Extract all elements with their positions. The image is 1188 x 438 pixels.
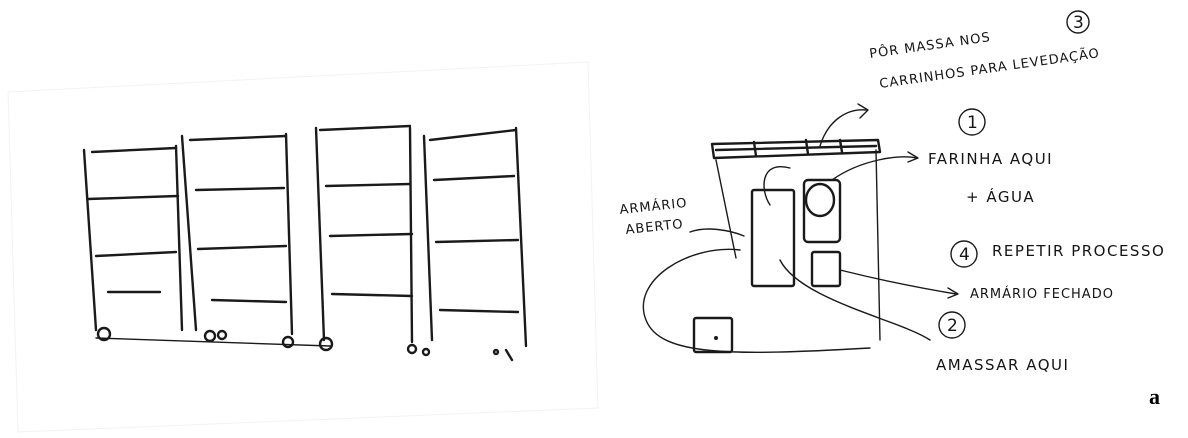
cart-row: [712, 140, 880, 158]
step-2-number: 2: [947, 316, 958, 336]
arrow-open-label: [690, 229, 744, 236]
label-farinha: FARINHA AQUI: [928, 150, 1053, 168]
step-1-number: 1: [967, 113, 978, 133]
label-por-massa-line1: PÔR MASSA NOS: [868, 29, 991, 62]
room-outline: [716, 150, 880, 340]
label-armario-aberto-line2: ABERTO: [625, 217, 685, 238]
label-repetir: REPETIR PROCESSO: [992, 242, 1165, 260]
arrow-to-closed: [840, 270, 956, 294]
label-amassar: AMASSAR AQUI: [936, 356, 1069, 374]
arrow-to-flour: [832, 157, 916, 180]
flour-bowl: [806, 184, 834, 216]
label-armario-fechado: ARMÁRIO FECHADO: [970, 286, 1114, 302]
label-agua: + ÁGUA: [966, 187, 1035, 206]
cabinet-closed: [812, 252, 840, 286]
kneading-table: [694, 318, 732, 352]
label-armario-aberto-line1: ARMÁRIO: [619, 195, 688, 218]
panel-letter: a: [1149, 384, 1160, 410]
rack-sketch-sheet: [8, 62, 598, 432]
step-4-number: 4: [959, 245, 970, 265]
step-3-number: 3: [1073, 13, 1084, 33]
